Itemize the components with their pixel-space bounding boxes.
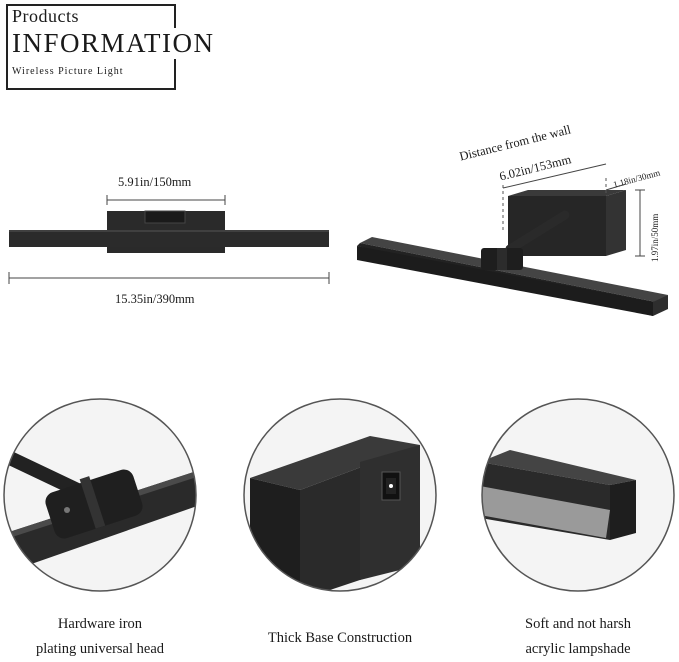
universal-head-closeup: [3, 398, 197, 592]
header-frame-top: [6, 4, 174, 6]
base-depth-dimension: [605, 183, 627, 191]
front-view-lamp: [9, 210, 329, 253]
header-frame-left: [6, 4, 8, 89]
feature-caption-shade: Soft and not harsh acrylic lampshade: [488, 612, 668, 662]
feature-caption-base-line1: Thick Base Construction: [267, 630, 413, 646]
header-title-small: Products: [12, 6, 83, 27]
side-view-lamp: [357, 190, 668, 316]
lampshade-closeup: [481, 398, 675, 592]
base-switch-closeup: [243, 398, 437, 592]
header-title-large: INFORMATION: [12, 28, 219, 59]
feature-caption-shade-line2: acrylic lampshade: [525, 641, 631, 657]
front-base-width-label: 5.91in/150mm: [118, 175, 192, 189]
base-height-dimension: [635, 189, 645, 257]
front-base-dimension: [106, 195, 226, 205]
feature-caption-head-line1: Hardware iron: [57, 616, 143, 632]
distance-dimension: [502, 163, 607, 232]
base-height-label: 1.97in/50mm: [650, 213, 660, 262]
front-total-length-label: 15.35in/390mm: [115, 292, 195, 306]
feature-caption-shade-line1: Soft and not harsh: [525, 616, 631, 632]
feature-caption-head-line2: plating universal head: [35, 641, 165, 657]
header-subtitle: Wireless Picture Light: [12, 66, 124, 77]
front-length-dimension: [8, 272, 330, 284]
header-frame-bottom: [6, 88, 176, 90]
feature-caption-head: Hardware iron plating universal head: [10, 612, 190, 662]
feature-caption-base: Thick Base Construction: [248, 626, 432, 651]
